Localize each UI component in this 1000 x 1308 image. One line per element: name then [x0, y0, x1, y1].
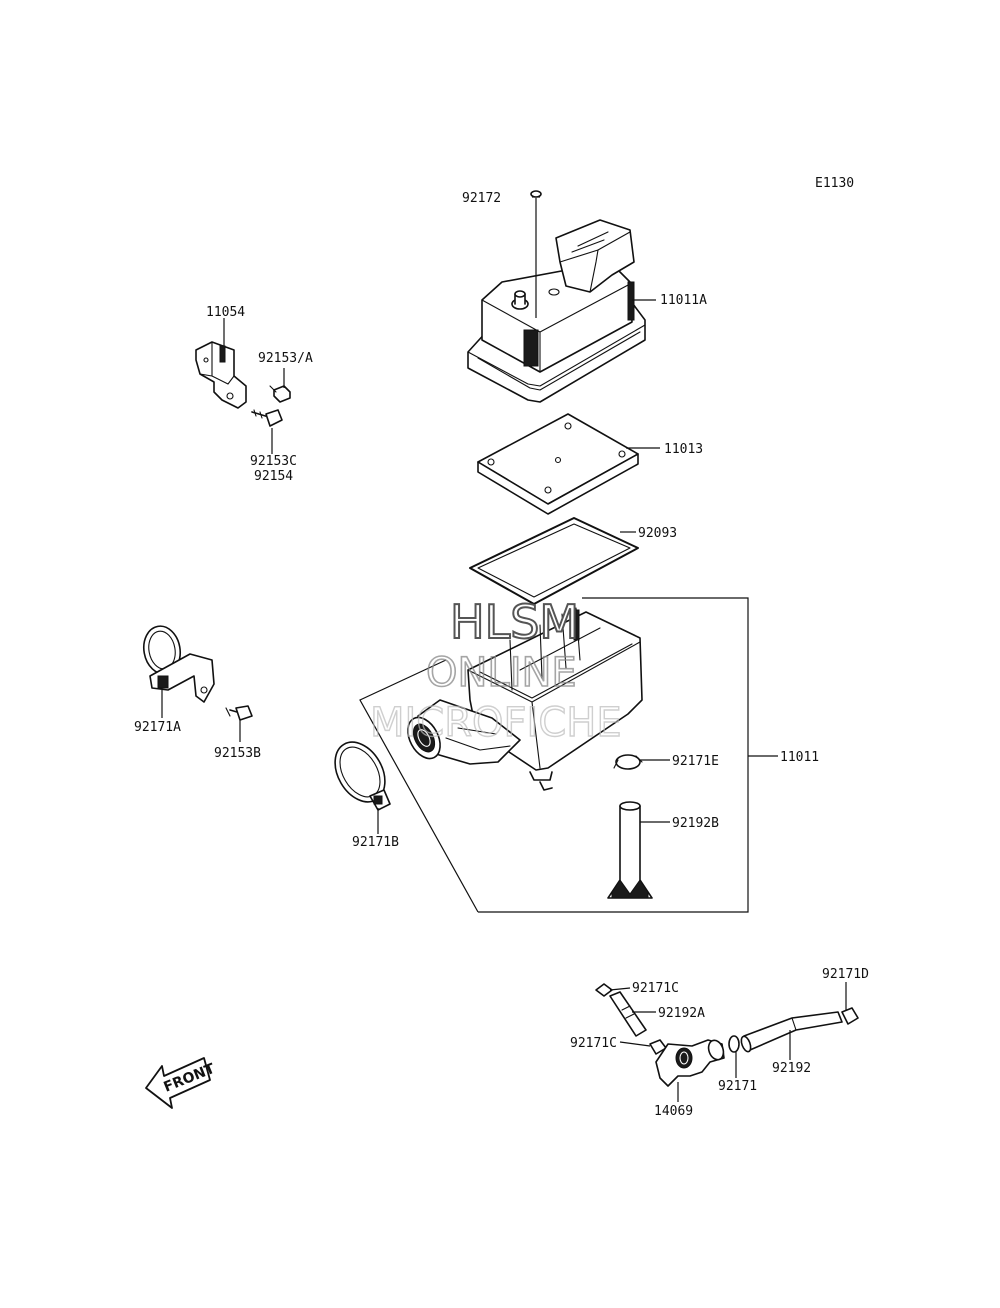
bolt-92153c-part[interactable]	[251, 409, 283, 427]
hose-92192-part[interactable]	[740, 1011, 843, 1053]
diagram-code: E1130	[815, 176, 854, 191]
bracket-part[interactable]	[195, 341, 247, 409]
label-92171a: 92171A	[134, 720, 181, 735]
air-cleaner-case-part[interactable]	[401, 607, 643, 791]
leader-lines	[161, 190, 847, 1102]
label-92192a: 92192A	[658, 1006, 705, 1021]
label-92192b: 92192B	[672, 816, 719, 831]
clamp-92171d-part[interactable]	[841, 1007, 859, 1025]
label-92192: 92192	[772, 1061, 811, 1076]
air-cleaner-cover-part[interactable]	[467, 219, 646, 403]
gasket-part[interactable]	[469, 517, 639, 605]
label-92153c: 92153C	[250, 454, 297, 469]
assembly-outline	[359, 597, 749, 913]
bolt-92153b-part[interactable]	[225, 705, 253, 721]
clamp-large-part[interactable]	[325, 733, 395, 811]
label-92171d: 92171D	[822, 967, 869, 982]
label-14069: 14069	[654, 1104, 693, 1119]
clamp-92171-part[interactable]	[728, 1035, 740, 1053]
label-92171b: 92171B	[352, 835, 399, 850]
hose-92192a-part[interactable]	[609, 991, 647, 1037]
label-92153a: 92153/A	[258, 351, 313, 366]
clamp-small-part[interactable]	[613, 754, 643, 770]
label-11011a: 11011A	[660, 293, 707, 308]
drain-tube-part[interactable]	[607, 801, 653, 899]
clamp-92171c-top-part[interactable]	[595, 983, 613, 997]
watermark-line3: MICROFICHE	[370, 700, 622, 746]
label-92153b: 92153B	[214, 746, 261, 761]
label-92171: 92171	[718, 1079, 757, 1094]
label-11054: 11054	[206, 305, 245, 320]
watermark-line2: ONLINE	[426, 650, 577, 696]
label-92172: 92172	[462, 191, 501, 206]
bolt-92153a-part[interactable]	[269, 385, 291, 403]
watermark-line1: HLSM	[450, 595, 579, 649]
label-92154: 92154	[254, 469, 293, 484]
drain-valve-14069-part[interactable]	[655, 1038, 726, 1087]
label-92093: 92093	[638, 526, 677, 541]
front-direction-arrow-icon: FRONT	[145, 1057, 218, 1109]
label-11011: 11011	[780, 750, 819, 765]
label-92171c-left: 92171C	[570, 1036, 617, 1051]
label-92171c-top: 92171C	[632, 981, 679, 996]
clamp-bracket-part[interactable]	[140, 623, 215, 703]
air-filter-element-part[interactable]	[477, 413, 639, 515]
label-92171e: 92171E	[672, 754, 719, 769]
label-11013: 11013	[664, 442, 703, 457]
